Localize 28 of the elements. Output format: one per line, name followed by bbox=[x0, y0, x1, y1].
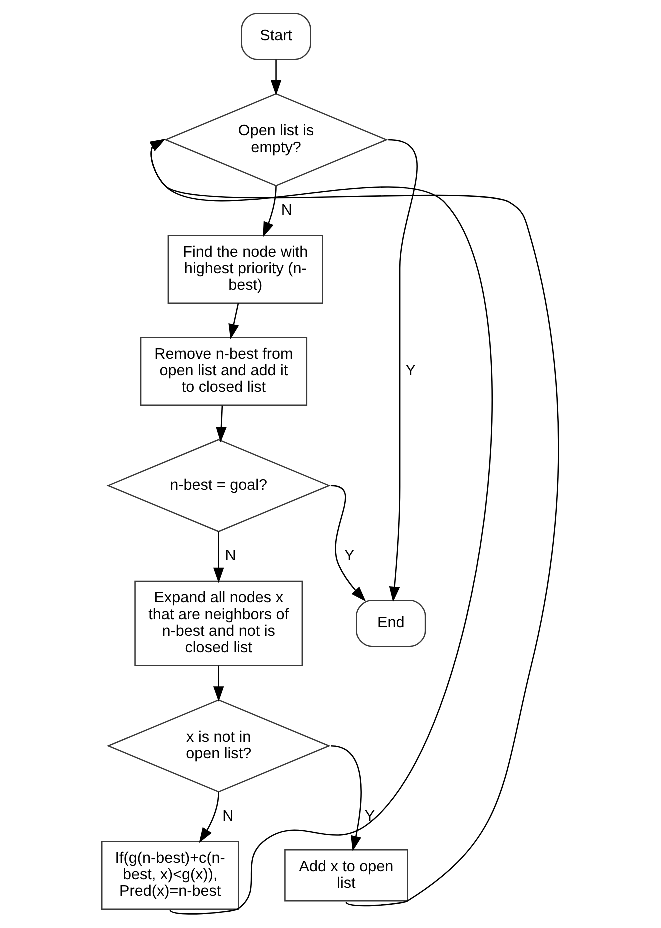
arrow bbox=[228, 303, 240, 340]
arrow bbox=[214, 666, 224, 702]
arrow bbox=[270, 60, 282, 96]
arrow bbox=[214, 532, 224, 584]
edge-label: N bbox=[225, 548, 236, 565]
arrow bbox=[388, 139, 418, 602]
node-diamond: Open list is empty? bbox=[164, 93, 388, 187]
edge-label: N bbox=[281, 202, 292, 219]
arrow bbox=[263, 186, 277, 238]
node-diamond: x is not in open list? bbox=[106, 700, 331, 793]
edge-label: Y bbox=[364, 808, 375, 825]
arrow bbox=[331, 485, 366, 602]
arrow bbox=[150, 139, 560, 906]
node-diamond: n-best = goal? bbox=[106, 439, 331, 532]
edge-label: N bbox=[222, 808, 234, 825]
node-box: Start bbox=[241, 13, 312, 60]
node-box: Find the node with highest priority (n- best) bbox=[168, 235, 324, 304]
arrow bbox=[199, 792, 220, 844]
arrow bbox=[331, 745, 362, 852]
arrow bbox=[150, 139, 493, 915]
node-box: Add x to open list bbox=[284, 849, 408, 902]
node-box: Expand all nodes x that are neighbors of n-best and not is closed list bbox=[134, 580, 304, 666]
edge-label: Y bbox=[406, 362, 416, 380]
node-box: If(g(n-best)+c(n- best, x)<g(x)), Pred(x)=n-best bbox=[101, 841, 240, 910]
edge-label: Y bbox=[344, 548, 354, 565]
arrow bbox=[216, 406, 227, 443]
node-box: End bbox=[356, 600, 426, 648]
node-box: Remove n-best from open list and add it to closed list bbox=[140, 337, 308, 406]
